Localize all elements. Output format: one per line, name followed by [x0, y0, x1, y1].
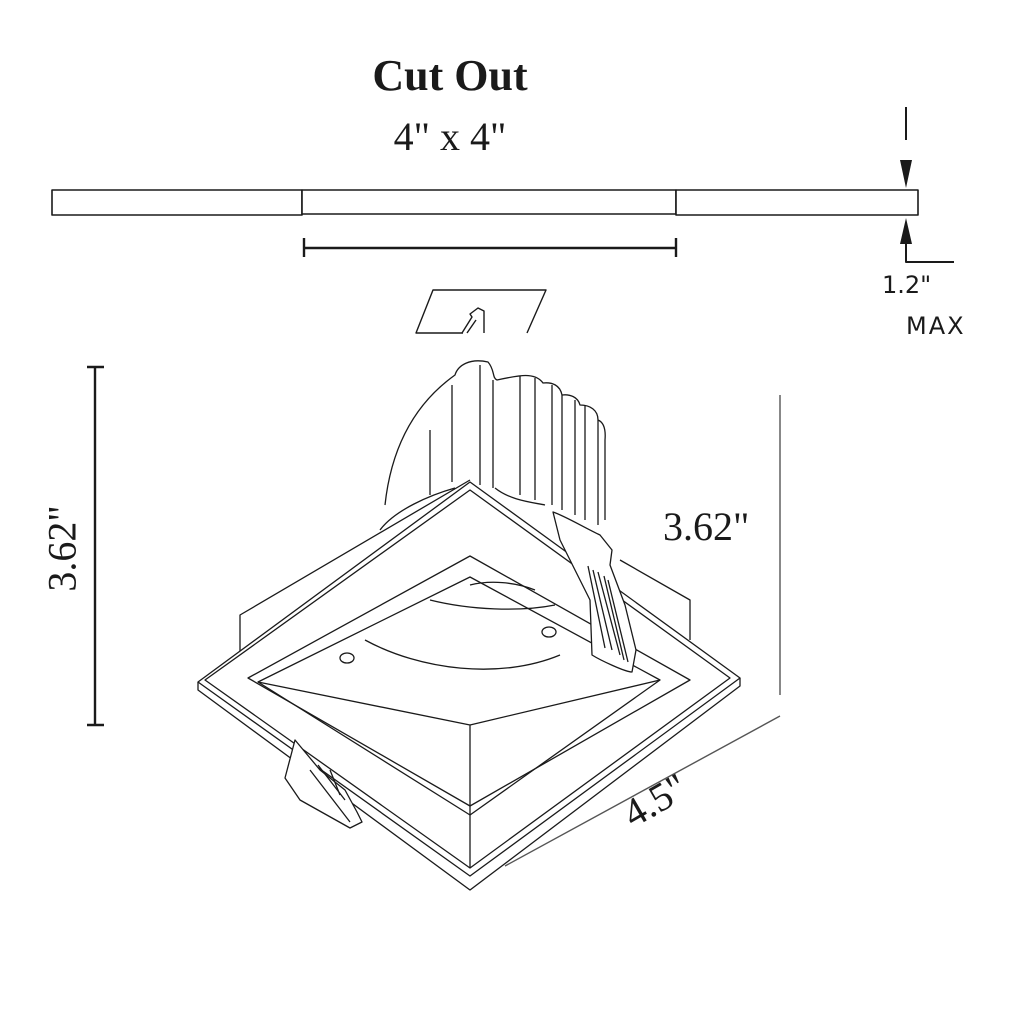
ceiling-mount-symbol-icon: [415, 289, 547, 334]
thickness-qualifier-label: MAX: [906, 312, 966, 340]
cutout-size-label: 4" x 4": [393, 114, 507, 159]
extension-lines: [504, 395, 781, 867]
thickness-value-label: 1.2": [882, 271, 932, 299]
thickness-dimension: [900, 107, 954, 263]
square-recessed-downlight-drawing: [197, 360, 741, 891]
ceiling-section: [51, 189, 919, 216]
spring-clip-left: [284, 739, 363, 829]
height-left-label: 3.62": [39, 505, 85, 592]
height-dimension-left: [87, 365, 104, 727]
drawing-title: Cut Out: [372, 51, 528, 100]
cutout-dimension-line: [302, 238, 678, 257]
spring-clip-right: [552, 511, 637, 673]
height-right-label: 3.62": [663, 504, 750, 549]
